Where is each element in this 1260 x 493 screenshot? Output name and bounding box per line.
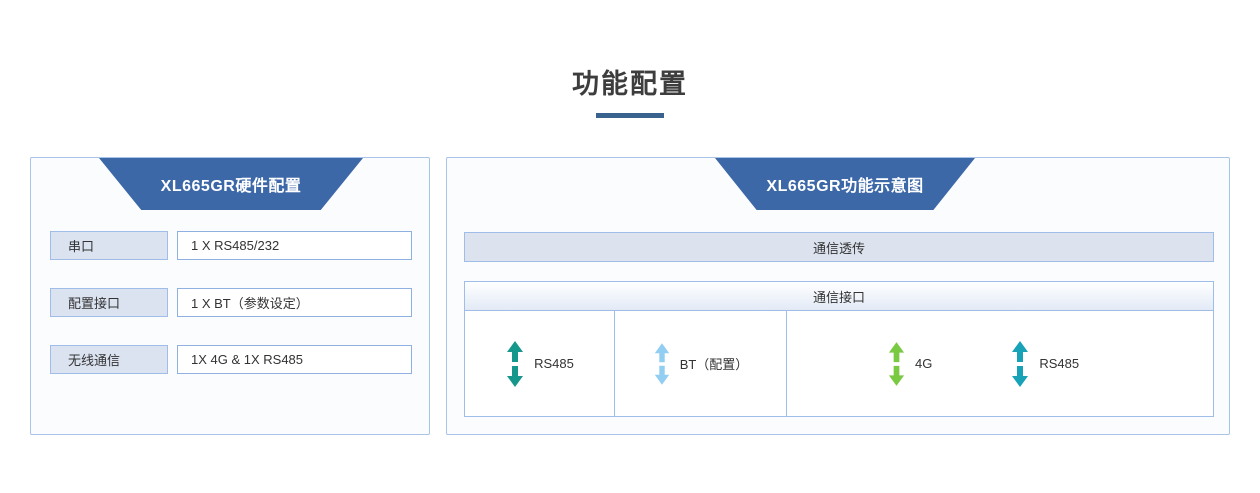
interface-cells-row: RS485 BT（配置） 4G bbox=[464, 311, 1214, 417]
port-label-4g: 4G bbox=[915, 356, 933, 371]
spec-label-wireless: 无线通信 bbox=[50, 345, 168, 374]
spec-value-wireless: 1X 4G & 1X RS485 bbox=[177, 345, 412, 374]
port-rs485-serial: RS485 bbox=[505, 340, 574, 387]
table-row: 配置接口 1 X BT（参数设定） bbox=[50, 288, 412, 317]
double-arrow-icon bbox=[888, 341, 905, 386]
interface-cell-bt: BT（配置） bbox=[615, 311, 787, 416]
double-arrow-icon bbox=[507, 340, 524, 387]
double-arrow-icon bbox=[654, 342, 669, 385]
function-diagram-panel: XL665GR功能示意图 通信透传 通信接口 RS485 bbox=[446, 157, 1230, 435]
interface-cell-rs485: RS485 bbox=[465, 311, 615, 416]
function-diagram-banner: XL665GR功能示意图 bbox=[715, 158, 975, 210]
page-title: 功能配置 bbox=[572, 69, 688, 99]
hardware-config-panel: XL665GR硬件配置 串口 1 X RS485/232 配置接口 1 X BT… bbox=[30, 157, 430, 435]
port-label-rs485-wireless: RS485 bbox=[1039, 356, 1080, 371]
interface-cell-wireless: 4G RS485 bbox=[787, 311, 1213, 416]
spec-value-config-port: 1 X BT（参数设定） bbox=[177, 288, 412, 317]
function-diagram: 通信透传 通信接口 RS485 B bbox=[464, 232, 1214, 417]
function-diagram-banner-label: XL665GR功能示意图 bbox=[766, 178, 924, 195]
port-rs485-wireless: RS485 bbox=[1010, 340, 1080, 387]
hardware-config-banner: XL665GR硬件配置 bbox=[99, 158, 363, 210]
port-bt: BT（配置） bbox=[653, 341, 749, 387]
bar-spacer bbox=[464, 262, 1214, 281]
transparent-transmission-bar: 通信透传 bbox=[464, 232, 1214, 262]
port-label-bt: BT（配置） bbox=[679, 357, 749, 372]
table-row: 串口 1 X RS485/232 bbox=[50, 231, 412, 260]
spec-label-serial: 串口 bbox=[50, 231, 168, 260]
hardware-config-banner-label: XL665GR硬件配置 bbox=[160, 178, 302, 195]
spec-value-serial: 1 X RS485/232 bbox=[177, 231, 412, 260]
title-underline bbox=[596, 113, 664, 118]
spec-label-config-port: 配置接口 bbox=[50, 288, 168, 317]
hardware-spec-table: 串口 1 X RS485/232 配置接口 1 X BT（参数设定） 无线通信 … bbox=[50, 231, 412, 374]
double-arrow-icon bbox=[1012, 340, 1029, 387]
communication-interface-bar: 通信接口 bbox=[464, 281, 1214, 311]
port-4g: 4G bbox=[887, 341, 932, 387]
table-row: 无线通信 1X 4G & 1X RS485 bbox=[50, 345, 412, 374]
port-label-rs485-serial: RS485 bbox=[534, 356, 574, 371]
page-title-block: 功能配置 bbox=[0, 66, 1260, 118]
